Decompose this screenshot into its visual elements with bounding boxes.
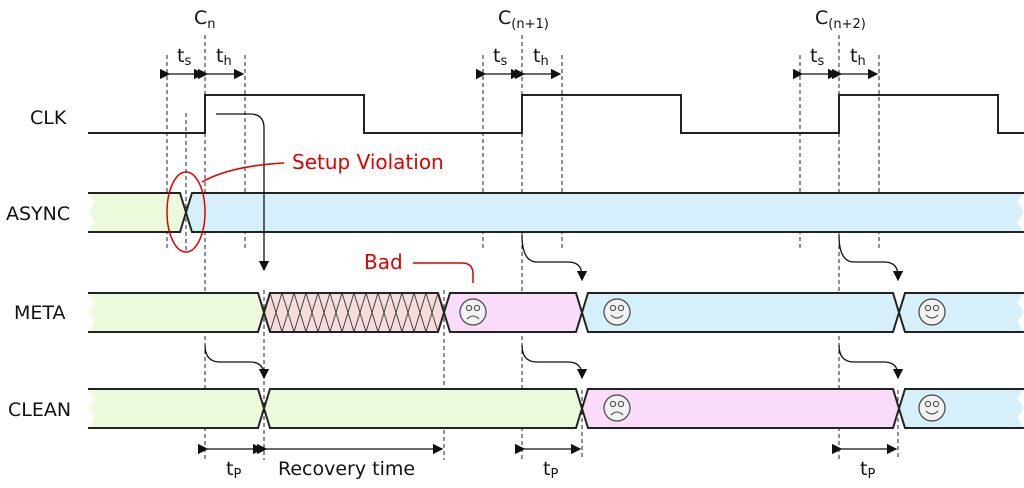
- happy-face-icon: [918, 394, 946, 422]
- svg-text:tP: tP: [226, 458, 241, 482]
- svg-text:th: th: [216, 45, 232, 69]
- svg-text:th: th: [850, 45, 866, 69]
- svg-text:Bad: Bad: [364, 250, 403, 274]
- setup-hold-markers: ts th ts th ts th: [159, 45, 879, 80]
- propagation-markers: tP Recovery time tP tP: [197, 443, 898, 482]
- edge-label-n: Cn: [194, 7, 216, 32]
- svg-text:ts: ts: [177, 45, 191, 69]
- clock-to-output-arrows: [204, 113, 904, 380]
- clk-label: CLK: [30, 107, 67, 129]
- setup-violation-callout: Setup Violation: [166, 150, 444, 253]
- svg-text:ts: ts: [493, 45, 507, 69]
- sad-face-icon: [459, 298, 487, 326]
- svg-text:th: th: [533, 45, 549, 69]
- svg-text:tP: tP: [543, 458, 558, 482]
- async-label: ASYNC: [6, 203, 70, 225]
- sad-face-icon: [603, 394, 631, 422]
- happy-face-icon: [603, 298, 631, 326]
- bad-callout: Bad: [364, 250, 474, 283]
- faces: [459, 298, 946, 422]
- clk-waveform: [88, 94, 1024, 134]
- metastable-region: [264, 293, 444, 332]
- meta-bus: [88, 292, 1024, 333]
- async-bus: [88, 192, 1024, 233]
- clean-bus: [88, 388, 1024, 429]
- happy-face-icon: [918, 298, 946, 326]
- recovery-time-label: Recovery time: [278, 458, 415, 480]
- svg-text:Setup Violation: Setup Violation: [292, 150, 444, 174]
- edge-label-n1: C(n+1): [498, 7, 549, 32]
- meta-label: META: [14, 302, 66, 324]
- edge-label-n2: C(n+2): [815, 7, 866, 32]
- svg-text:tP: tP: [860, 458, 875, 482]
- clean-label: CLEAN: [8, 399, 71, 421]
- svg-text:ts: ts: [810, 45, 824, 69]
